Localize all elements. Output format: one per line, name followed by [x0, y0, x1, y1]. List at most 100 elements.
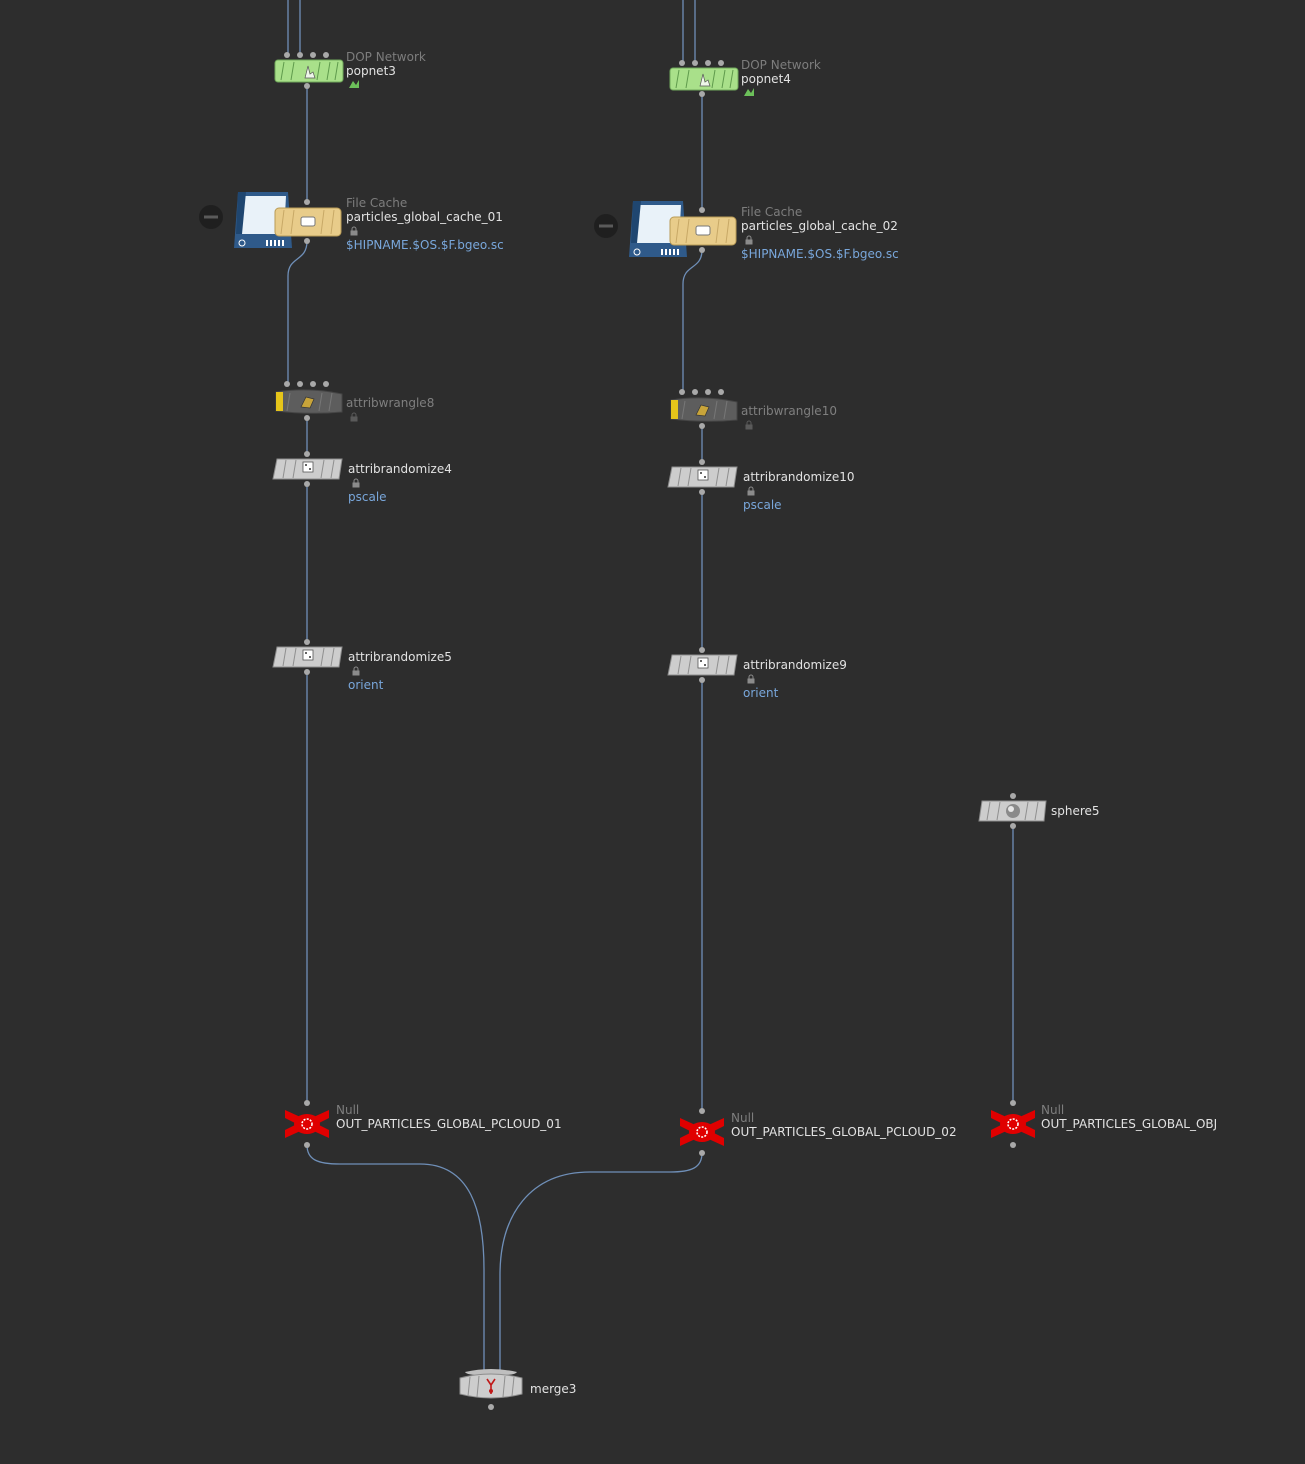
lock-icon [352, 478, 360, 488]
input-connector[interactable] [323, 381, 329, 387]
node-name-label: merge3 [530, 1382, 577, 1396]
wire [682, 249, 703, 393]
label-out-particles-global-obj: Null OUT_PARTICLES_GLOBAL_OBJ [1041, 1103, 1217, 1131]
lock-icon [747, 674, 755, 684]
node-name-label: particles_global_cache_01 [346, 210, 503, 224]
output-connector[interactable] [699, 1150, 705, 1156]
input-connector[interactable] [310, 381, 316, 387]
input-connector[interactable] [323, 52, 329, 58]
label-attribwrangle10: attribwrangle10 [741, 404, 837, 432]
node-param-label: pscale [348, 490, 387, 504]
node-attribrandomize4[interactable] [272, 451, 344, 487]
dop-network-icon [274, 59, 344, 83]
input-connector[interactable] [297, 52, 303, 58]
node-attribrandomize5[interactable] [272, 639, 344, 675]
output-connector[interactable] [1010, 1142, 1016, 1148]
node-attribwrangle8[interactable] [274, 381, 344, 423]
node-attribrandomize9[interactable] [667, 647, 739, 683]
label-attribrandomize9: attribrandomize9 orient [743, 658, 847, 700]
output-connector[interactable] [1010, 823, 1016, 829]
node-attribwrangle10[interactable] [669, 389, 739, 431]
node-type-label: DOP Network [741, 58, 821, 72]
lock-icon [745, 235, 753, 245]
dice-icon [667, 466, 738, 488]
label-popnet3: DOP Network popnet3 [346, 50, 426, 93]
collapse-toggle-icon[interactable] [593, 213, 619, 239]
node-name-label: attribrandomize4 [348, 462, 452, 476]
label-attribrandomize10: attribrandomize10 pscale [743, 470, 854, 512]
node-out-particles-global-obj[interactable] [989, 1100, 1037, 1150]
input-connector[interactable] [699, 647, 705, 653]
input-connector[interactable] [304, 1100, 310, 1106]
output-connector[interactable] [304, 669, 310, 675]
input-connector[interactable] [297, 381, 303, 387]
node-sphere5[interactable] [978, 793, 1048, 829]
wrangle-icon [670, 397, 738, 422]
input-connector[interactable] [679, 389, 685, 395]
input-connector[interactable] [692, 60, 698, 66]
null-icon [991, 1110, 1035, 1138]
input-connector[interactable] [699, 207, 705, 213]
label-particles-global-cache-01: File Cache particles_global_cache_01 $HI… [346, 196, 504, 252]
lock-icon [350, 412, 358, 422]
node-name-label: attribwrangle10 [741, 404, 837, 418]
node-type-label: Null [1041, 1103, 1065, 1117]
output-connector[interactable] [699, 423, 705, 429]
input-connector[interactable] [692, 389, 698, 395]
input-connector[interactable] [718, 389, 724, 395]
input-connector[interactable] [718, 60, 724, 66]
input-connector[interactable] [699, 1108, 705, 1114]
node-param-label: orient [743, 686, 779, 700]
output-connector[interactable] [699, 677, 705, 683]
input-connector[interactable] [679, 60, 685, 66]
label-out-particles-global-pcloud-02: Null OUT_PARTICLES_GLOBAL_PCLOUD_02 [731, 1111, 957, 1139]
node-out-particles-global-pcloud-02[interactable] [678, 1108, 726, 1158]
output-connector[interactable] [304, 481, 310, 487]
input-connector[interactable] [304, 451, 310, 457]
collapse-toggle-icon[interactable] [198, 204, 224, 230]
node-out-particles-global-pcloud-01[interactable] [283, 1100, 331, 1150]
node-particles-global-cache-02[interactable] [593, 199, 739, 263]
node-name-label: attribrandomize10 [743, 470, 855, 484]
input-connector[interactable] [1010, 1100, 1016, 1106]
display-flag-icon [349, 80, 359, 88]
input-connector[interactable] [284, 52, 290, 58]
node-name-label: OUT_PARTICLES_GLOBAL_PCLOUD_02 [731, 1125, 957, 1139]
output-connector[interactable] [699, 91, 705, 97]
null-icon [285, 1110, 329, 1138]
node-type-label: Null [731, 1111, 755, 1125]
input-connector[interactable] [1010, 793, 1016, 799]
node-attribrandomize10[interactable] [667, 459, 739, 495]
wire [499, 1152, 703, 1372]
input-connector[interactable] [284, 381, 290, 387]
dice-icon [272, 458, 343, 480]
node-type-label: File Cache [346, 196, 408, 210]
node-name-label: popnet3 [346, 64, 396, 78]
output-connector[interactable] [304, 415, 310, 421]
output-connector[interactable] [304, 83, 310, 89]
null-icon [680, 1118, 724, 1146]
output-connector[interactable] [699, 489, 705, 495]
node-popnet3[interactable] [274, 52, 344, 89]
dice-icon [272, 646, 343, 668]
node-merge3[interactable] [457, 1366, 525, 1412]
input-connector[interactable] [304, 199, 310, 205]
label-sphere5: sphere5 [1051, 804, 1100, 818]
node-particles-global-cache-01[interactable] [198, 190, 344, 254]
wire [287, 240, 308, 385]
output-connector[interactable] [488, 1404, 494, 1410]
input-connector[interactable] [310, 52, 316, 58]
node-popnet4[interactable] [669, 60, 739, 97]
lock-icon [745, 420, 753, 430]
output-connector[interactable] [304, 1142, 310, 1148]
node-name-label: popnet4 [741, 72, 791, 86]
lock-icon [350, 226, 358, 236]
output-connector[interactable] [304, 238, 310, 244]
input-connector[interactable] [699, 459, 705, 465]
label-out-particles-global-pcloud-01: Null OUT_PARTICLES_GLOBAL_PCLOUD_01 [336, 1103, 562, 1131]
output-connector[interactable] [699, 247, 705, 253]
input-connector[interactable] [705, 60, 711, 66]
input-connector[interactable] [705, 389, 711, 395]
input-connector[interactable] [304, 639, 310, 645]
